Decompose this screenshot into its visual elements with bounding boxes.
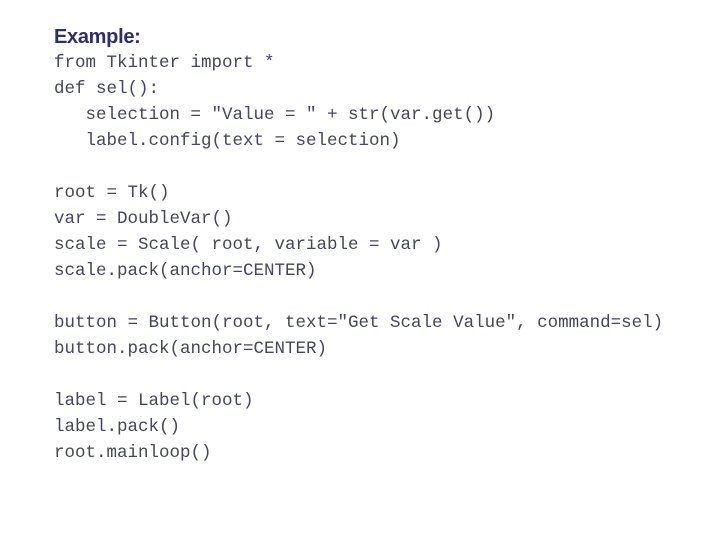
code-block-button: button = Button(root, text="Get Scale Va…: [54, 313, 664, 359]
code-block-label-and-mainloop: label = Label(root) label.pack() root.ma…: [54, 391, 254, 463]
code-block-imports-and-function: from Tkinter import * def sel(): selecti…: [54, 53, 496, 151]
page-title: Example:: [54, 26, 141, 48]
code-block-root-and-scale: root = Tk() var = DoubleVar() scale = Sc…: [54, 183, 443, 281]
